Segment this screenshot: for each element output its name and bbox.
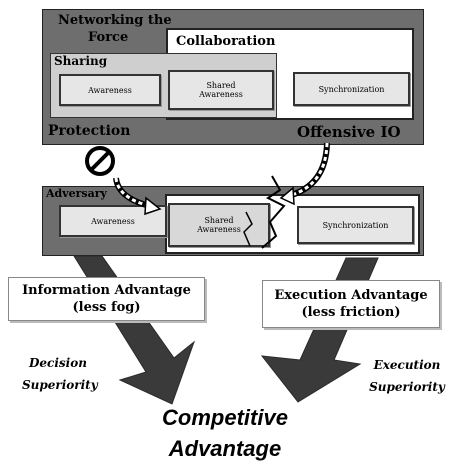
adversary-synchronization-box: Synchronization — [297, 206, 414, 244]
execution-superiority-line2: Superiority — [369, 380, 445, 394]
collaboration-label: Collaboration — [176, 34, 276, 49]
own-shared-awareness-line1: Shared — [206, 81, 236, 90]
sharing-label: Sharing — [54, 54, 108, 68]
adversary-shared-awareness-line1: Shared — [204, 216, 234, 225]
adversary-awareness-label: Awareness — [91, 216, 135, 226]
decision-superiority-label: Decision Superiority — [22, 352, 98, 396]
decision-superiority-line1: Decision — [29, 356, 87, 370]
networking-label-line1: Networking the — [58, 13, 172, 28]
execution-superiority-line1: Execution — [373, 358, 441, 372]
disruption-crack — [261, 175, 286, 249]
networking-label: Networking the Force — [58, 12, 172, 46]
decision-superiority-line2: Superiority — [22, 378, 98, 392]
adversary-shared-awareness-box: Shared Awareness — [168, 203, 270, 247]
own-awareness-box: Awareness — [59, 74, 161, 106]
competitive-advantage-line2: Advantage — [168, 436, 282, 461]
prohibition-icon — [85, 146, 115, 176]
adversary-synchronization-label: Synchronization — [322, 220, 389, 230]
own-synchronization-box: Synchronization — [293, 72, 410, 106]
execution-advantage-line2: (less friction) — [301, 305, 401, 320]
competitive-advantage-label: Competitive Advantage — [120, 402, 330, 464]
execution-superiority-label: Execution Superiority — [366, 354, 448, 398]
information-advantage-box: Information Advantage (less fog) — [8, 277, 205, 321]
execution-advantage-line1: Execution Advantage — [274, 288, 428, 303]
execution-advantage-box: Execution Advantage (less friction) — [262, 280, 440, 328]
information-advantage-line1: Information Advantage — [22, 283, 191, 298]
offensive-io-label: Offensive IO — [297, 123, 401, 141]
information-advantage-line2: (less fog) — [72, 300, 141, 315]
own-synchronization-label: Synchronization — [318, 84, 385, 94]
adversary-shared-awareness-line2: Awareness — [197, 225, 241, 234]
offensive-io-arrowhead — [279, 186, 295, 206]
own-shared-awareness-line2: Awareness — [199, 90, 243, 99]
protection-arc-arrowhead — [144, 196, 162, 216]
own-awareness-label: Awareness — [88, 85, 132, 95]
networking-label-line2: Force — [88, 30, 129, 45]
protection-label: Protection — [48, 123, 131, 139]
adversary-label: Adversary — [46, 187, 107, 200]
own-shared-awareness-box: Shared Awareness — [168, 70, 274, 110]
competitive-advantage-line1: Competitive — [162, 405, 288, 430]
